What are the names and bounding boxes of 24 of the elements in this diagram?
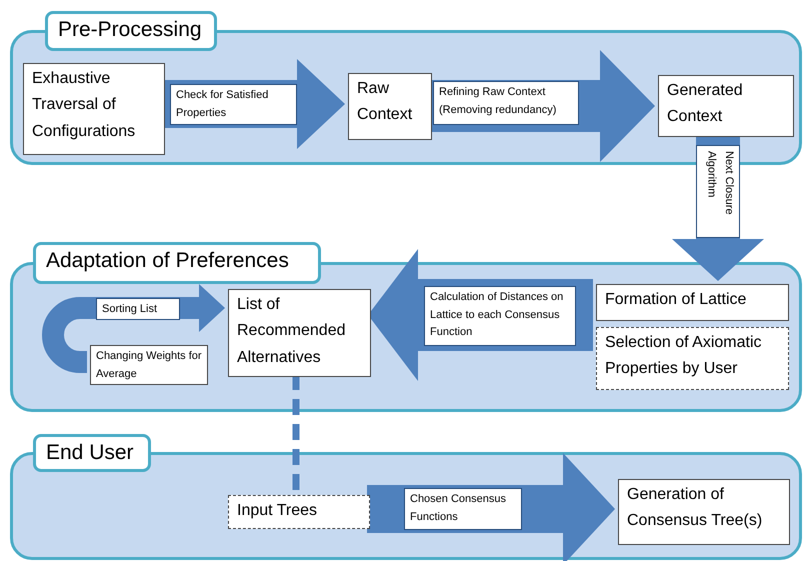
block-arrow [368, 249, 593, 381]
process-box: List of Recommended Alternatives [228, 289, 371, 377]
edge-label: Refining Raw Context (Removing redundancy) [433, 81, 579, 125]
edge-label: Calculation of Distances on Lattice to each Consensus Function [424, 286, 576, 346]
dashed-connector [292, 374, 300, 492]
edge-label: Check for Satisfied Properties [170, 84, 297, 125]
process-box: Formation of Lattice [596, 284, 789, 321]
process-box: Raw Context [348, 73, 432, 140]
block-arrow [367, 453, 615, 561]
block-arrow [42, 284, 225, 373]
process-box: Generated Context [658, 75, 794, 137]
process-box: Selection of Axiomatic Properties by User [596, 327, 789, 390]
block-arrow [162, 59, 345, 149]
process-box: Exhaustive Traversal of Configurations [23, 63, 165, 155]
process-box: Input Trees [228, 495, 370, 529]
block-arrow [429, 50, 655, 162]
edge-label: Chosen Consensus Functions [404, 488, 522, 530]
edge-label: Sorting List [96, 298, 180, 320]
process-box: Generation of Consensus Tree(s) [618, 479, 790, 545]
edge-label: Next Closure Algorithm [696, 145, 740, 238]
section-heading: Pre-Processing [45, 11, 217, 51]
process-box: Changing Weights for Average [90, 345, 208, 385]
section-heading: End User [33, 434, 151, 472]
section-heading: Adaptation of Preferences [33, 242, 321, 284]
